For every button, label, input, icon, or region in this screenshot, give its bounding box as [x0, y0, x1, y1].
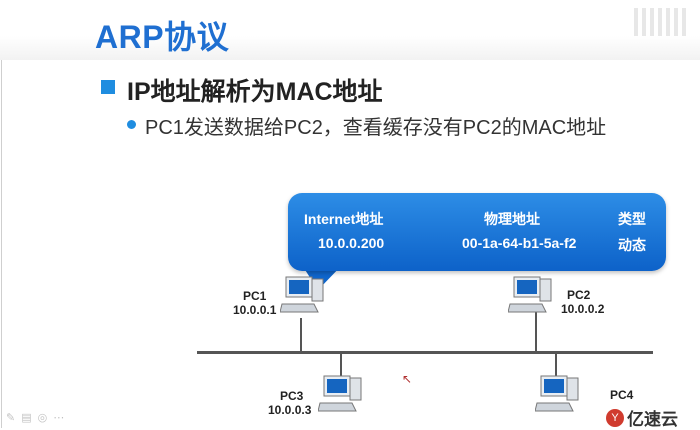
corner-watermark — [634, 8, 686, 36]
pc2-computer-icon — [508, 276, 552, 313]
pc1-label: PC1 10.0.0.1 — [233, 289, 276, 317]
round-bullet-icon — [127, 120, 136, 129]
network-bus — [197, 351, 653, 354]
pc1-computer-icon — [280, 276, 324, 313]
slides-icon[interactable]: ▤ — [21, 412, 32, 424]
pc1-link — [300, 318, 302, 352]
pc2-name: PC2 — [567, 288, 591, 302]
pc4-link — [555, 353, 557, 377]
arp-header-ip: Internet地址 — [304, 211, 384, 227]
bullet-subtext: PC1发送数据给PC2，查看缓存没有PC2的MAC地址 — [145, 117, 607, 139]
pc2-label: PC2 10.0.0.2 — [561, 288, 604, 316]
pc2-ip: 10.0.0.2 — [561, 302, 605, 316]
pc3-ip: 10.0.0.3 — [268, 403, 312, 417]
left-border — [1, 0, 2, 428]
arp-cell-ip: 10.0.0.200 — [318, 235, 385, 251]
options-icon[interactable]: ⋯ — [53, 412, 65, 424]
watermark-text: 亿速云 — [627, 410, 678, 429]
pc4-name: PC4 — [610, 388, 634, 402]
bullet-heading: IP地址解析为MAC地址 — [127, 78, 383, 106]
pc3-name: PC3 — [280, 389, 304, 403]
pc1-name: PC1 — [243, 289, 267, 303]
arp-header-mac: 物理地址 — [484, 211, 540, 227]
watermark: Y 亿速云 — [606, 405, 678, 430]
pc3-computer-icon — [318, 375, 362, 412]
arp-cache-callout: Internet地址 物理地址 类型 10.0.0.200 00-1a-64-b… — [288, 193, 666, 271]
zoom-icon[interactable]: ◎ — [37, 412, 48, 424]
arp-cell-mac: 00-1a-64-b1-5a-f2 — [462, 235, 577, 251]
pc4-computer-icon — [535, 375, 579, 412]
arp-cell-type: 动态 — [618, 237, 646, 253]
pc1-ip: 10.0.0.1 — [233, 303, 277, 317]
slide-title: ARP协议 — [95, 19, 230, 55]
watermark-logo-icon: Y — [606, 408, 624, 427]
header-band — [0, 0, 700, 60]
mouse-pointer-icon: ↖ — [402, 372, 413, 386]
arp-header-type: 类型 — [618, 211, 646, 227]
slideshow-toolbar[interactable]: ✎ ▤ ◎ ⋯ — [6, 411, 64, 425]
pc3-link — [340, 353, 342, 377]
square-bullet-icon — [101, 80, 115, 94]
pc4-label: PC4 — [610, 388, 633, 402]
pen-tool-icon[interactable]: ✎ — [6, 412, 16, 424]
pc2-link — [535, 312, 537, 352]
pc3-label: PC3 10.0.0.3 — [268, 389, 311, 417]
